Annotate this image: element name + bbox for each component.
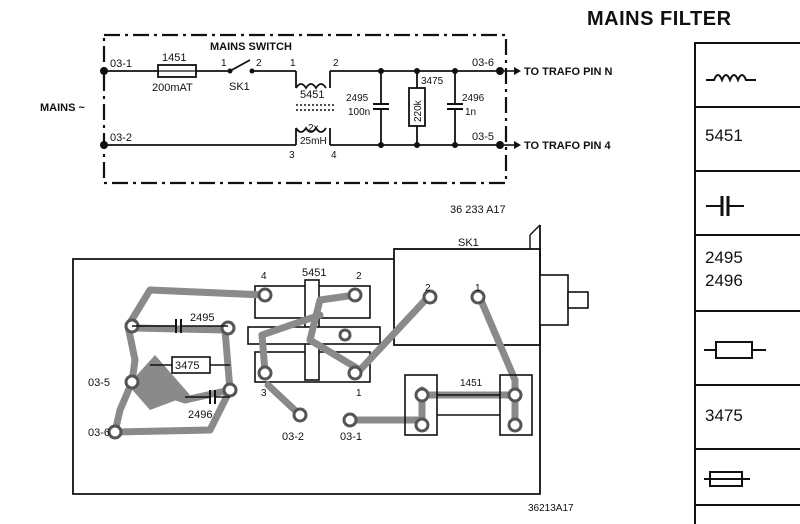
legend-2496: 2496 — [705, 271, 743, 290]
schematic-enclosure — [102, 33, 508, 185]
res-ref: 3475 — [421, 76, 444, 87]
pcb-pin4: 4 — [261, 271, 267, 282]
switch-ref: SK1 — [229, 81, 250, 93]
fuse-holder-left — [404, 374, 438, 436]
mains-input-label: MAINS ~ — [40, 102, 86, 114]
cap1-ref: 2495 — [346, 93, 369, 104]
schematic-drawing-code: 36 233 A17 — [450, 204, 506, 216]
legend-row-resistor — [696, 312, 800, 386]
pcb-fuse-ref: 1451 — [460, 378, 483, 389]
out-bottom-label: TO TRAFO PIN 4 — [524, 140, 611, 152]
pcb-cap1-ref: 2495 — [190, 312, 214, 324]
conn-out-bottom-label: 03-5 — [472, 131, 494, 143]
page-title: MAINS FILTER — [587, 8, 732, 30]
capacitor-icon — [706, 196, 744, 216]
pcb-conn-1: 03-1 — [340, 431, 362, 443]
legend-row-3475: 3475 — [696, 386, 800, 450]
pcb-conn-6: 03-6 — [88, 427, 110, 439]
legend-row-5451: 5451 — [696, 108, 800, 172]
fuse-ref: 1451 — [162, 52, 186, 64]
pcb-pin1: 1 — [356, 388, 362, 399]
fuse-value: 200mAT — [152, 82, 193, 94]
sk1-shaft — [567, 291, 589, 309]
pcb-drawing-code: 36213A17 — [528, 503, 574, 514]
conn-in-bottom-label: 03-2 — [110, 132, 132, 144]
pcb-layout: SK1 5451 4 2 3 1 — [72, 224, 589, 514]
switch-pin1: 1 — [221, 58, 227, 69]
fuse-icon — [704, 471, 750, 487]
switch-title: MAINS SWITCH — [210, 41, 292, 53]
cap2-ref: 2496 — [462, 93, 485, 104]
choke-pin3: 3 — [289, 150, 295, 161]
pcb-sw-pin1: 1 — [475, 283, 481, 294]
res-value: 220k — [413, 99, 424, 122]
pcb-res-ref: 3475 — [175, 360, 199, 372]
mains-switch — [229, 59, 251, 72]
legend-row-fuse — [696, 450, 800, 506]
choke-value-2: 25mH — [300, 136, 327, 147]
pcb-pin3: 3 — [261, 388, 267, 399]
out-top-label: TO TRAFO PIN N — [524, 66, 612, 78]
pcb-sk1-ref: SK1 — [458, 237, 479, 249]
legend-row-capacitor — [696, 172, 800, 236]
pcb-sw-pin2: 2 — [425, 283, 431, 294]
cap2-value: 1n — [465, 107, 476, 118]
switch-pin2: 2 — [256, 58, 262, 69]
choke-5451 — [295, 83, 334, 133]
conn-out-top-label: 03-6 — [472, 57, 494, 69]
legend-2495: 2495 — [705, 248, 743, 267]
pcb-cap2-ref: 2496 — [188, 409, 212, 421]
sk1-body — [393, 248, 541, 346]
choke-pin4: 4 — [331, 150, 337, 161]
legend-row-2495-2496: 2495 2496 — [696, 236, 800, 312]
pcb-choke-ref: 5451 — [302, 267, 326, 279]
pcb-conn-5: 03-5 — [88, 377, 110, 389]
choke-ref: 5451 — [300, 89, 324, 101]
legend-5451: 5451 — [705, 126, 743, 145]
legend-row-coil — [696, 44, 800, 108]
legend-3475: 3475 — [705, 406, 743, 425]
coil-icon — [706, 74, 756, 83]
resistor-icon — [704, 341, 766, 359]
choke-pin2: 2 — [333, 58, 339, 69]
pcb-pin2: 2 — [356, 271, 362, 282]
choke-pin1: 1 — [290, 58, 296, 69]
legend-table: 5451 2495 2496 3475 — [694, 42, 800, 524]
pcb-conn-2: 03-2 — [282, 431, 304, 443]
conn-in-top-label: 03-1 — [110, 58, 132, 70]
fuse-holder-right — [499, 374, 533, 436]
cap1-value: 100n — [348, 107, 370, 118]
choke-value-1: 2x — [308, 123, 319, 134]
